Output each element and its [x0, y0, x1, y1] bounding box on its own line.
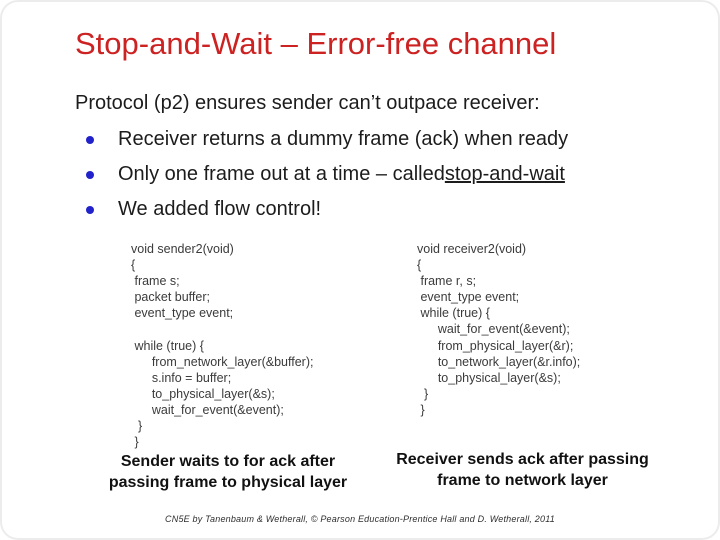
sender-caption: Sender waits to for ack after passing fr…: [108, 453, 348, 491]
sender-code-listing: void sender2(void) { frame s; packet buf…: [131, 242, 314, 450]
receiver-caption: Receiver sends ack after passing frame t…: [396, 451, 649, 489]
bullet-item: Only one frame out at a time – called st…: [86, 163, 565, 186]
bullet-text: We added flow control!: [118, 198, 322, 220]
bullet-item: Receiver returns a dummy frame (ack) whe…: [86, 128, 568, 151]
underlined-term: stop-and-wait: [444, 163, 565, 185]
bullet-dot-icon: [86, 205, 94, 214]
footer-credit: CN5E by Tanenbaum & Wetherall, © Pearson…: [165, 514, 555, 524]
bullet-dot-icon: [86, 170, 94, 179]
bullet-item: We added flow control!: [86, 198, 321, 221]
receiver-code-listing: void receiver2(void) { frame r, s; event…: [417, 242, 581, 417]
slide-title: Stop-and-Wait – Error-free channel: [75, 26, 557, 61]
intro-text: Protocol (p2) ensures sender can’t outpa…: [75, 92, 540, 114]
bullet-text: Only one frame out at a time – called: [118, 163, 445, 185]
bullet-dot-icon: [86, 135, 94, 144]
bullet-text: Receiver returns a dummy frame (ack) whe…: [118, 128, 569, 150]
